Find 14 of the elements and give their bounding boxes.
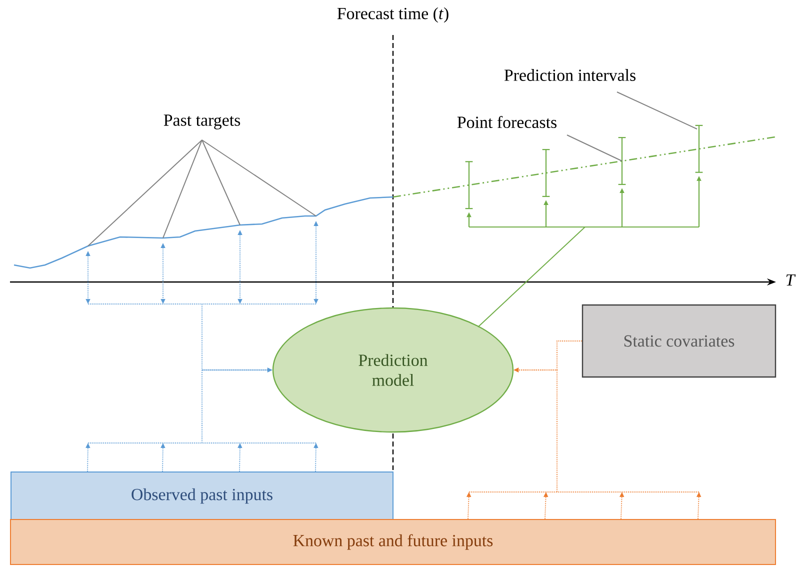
known-inputs-box: Known past and future inputs xyxy=(10,519,776,565)
static-covariates-box: Static covariates xyxy=(582,304,776,378)
leader-line xyxy=(566,134,622,162)
observed-inputs-box: Observed past inputs xyxy=(10,472,394,520)
prediction-intervals-label: Prediction intervals xyxy=(504,69,636,81)
axis-label: T xyxy=(786,274,796,286)
axis-title: Forecast time (t) xyxy=(337,7,448,23)
leader-line xyxy=(88,140,202,246)
past-targets-label: Past targets xyxy=(164,114,240,130)
leader-line xyxy=(202,140,316,216)
leader-line xyxy=(616,92,698,130)
point-forecasts-label: Point forecasts xyxy=(457,116,556,128)
leader-line xyxy=(202,140,240,226)
leader-line xyxy=(162,140,202,238)
